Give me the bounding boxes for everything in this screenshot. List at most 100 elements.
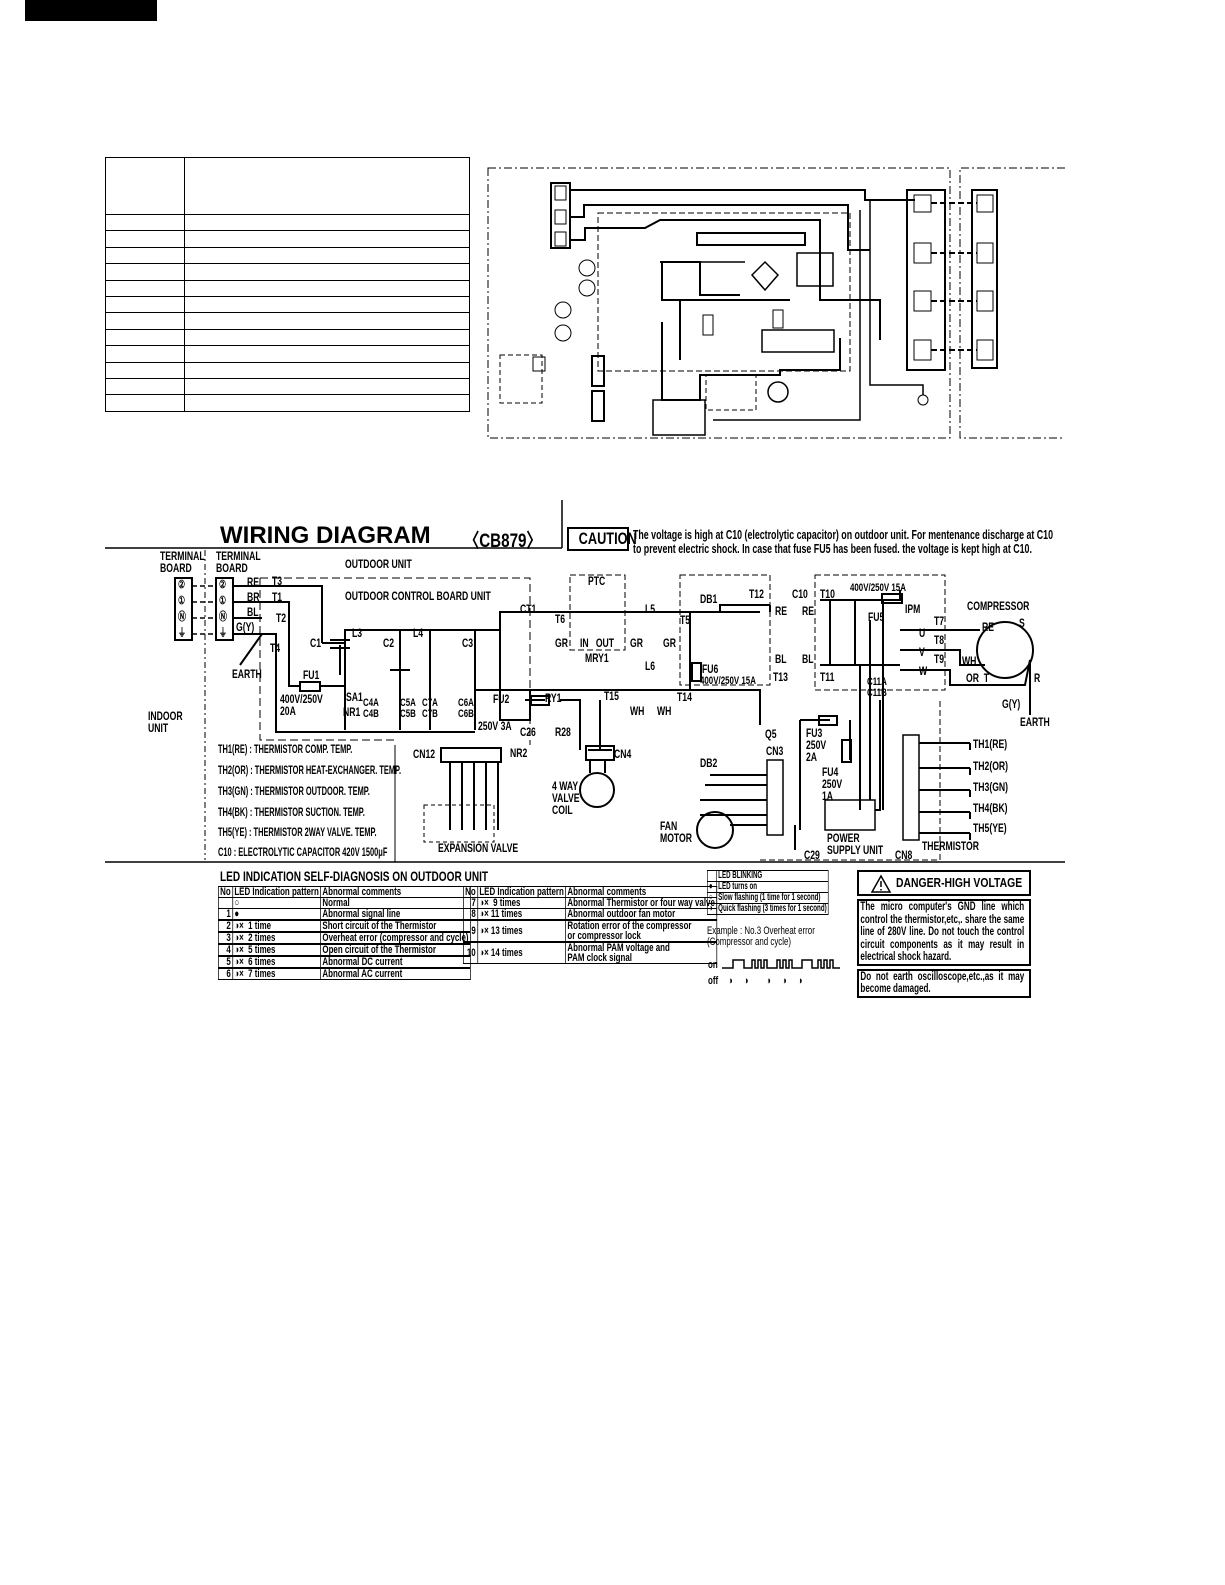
cn8: CN8 (895, 848, 913, 862)
wire-re: RE (247, 575, 260, 589)
danger-panel: DANGER-HIGH VOLTAGE The micro computer's… (857, 870, 1031, 998)
l5: L5 (645, 602, 656, 616)
cell-pattern: ◑× 5 times (234, 944, 276, 956)
t9: T9 (934, 652, 945, 666)
cn12: CN12 (413, 747, 436, 761)
ry1: RY1 (545, 691, 562, 705)
wave-on-label: on (708, 959, 718, 971)
danger-title: DANGER-HIGH VOLTAGE (896, 875, 1023, 890)
c3: C3 (462, 636, 474, 650)
t5: T5 (680, 613, 691, 627)
note: TH5(YE) : THERMISTOR 2WAY VALVE. TEMP. (218, 825, 377, 839)
terminal-2: ② (178, 579, 186, 591)
w: W (919, 664, 928, 678)
cell-pattern: ◑× 7 times (234, 968, 276, 980)
cell-comment: Abnormal PAM voltage and PAM clock signa… (567, 942, 670, 964)
th4-label: TH4(BK) (973, 801, 1008, 815)
cell-comment: Abnormal AC current (322, 968, 403, 980)
fu1-rating: 400V/250V 20A (280, 692, 323, 718)
fu3: FU3 250V 2A (806, 726, 827, 764)
expansion-valve-label: EXPANSION VALVE (438, 841, 519, 855)
ipm: IPM (905, 602, 921, 616)
table-row: 1●Abnormal signal line (218, 908, 471, 921)
l6: L6 (645, 659, 656, 673)
power-supply-label: POWER SUPPLY UNIT (827, 831, 884, 857)
blink-text: Quick flashing (3 times for 1 second) (718, 903, 827, 914)
control-board-label: OUTDOOR CONTROL BOARD UNIT (345, 589, 491, 603)
danger-text: The micro computer's GND line which cont… (860, 901, 1025, 963)
indoor-unit-label: INDOOR UNIT (148, 709, 183, 735)
fu5: FU5 (868, 610, 885, 624)
column-header: LED Indication pattern (479, 886, 564, 898)
t8: T8 (934, 633, 945, 647)
cell-pattern: ◑× 11 times (479, 908, 523, 920)
ct1: CT1 (520, 602, 537, 616)
c4: C4A C4B (363, 697, 379, 720)
t1: T1 (272, 590, 283, 604)
valve-coil-label: 4 WAY VALVE COIL (552, 779, 580, 817)
l4: L4 (413, 626, 424, 640)
r28: R28 (555, 725, 571, 739)
note: C10 : ELECTROLYTIC CAPACITOR 420V 1500μF (218, 845, 388, 859)
note: TH2(OR) : THERMISTOR HEAT-EXCHANGER. TEM… (218, 763, 402, 777)
mry1: MRY1 (585, 651, 609, 665)
earth-label: EARTH (1020, 715, 1050, 729)
cell-comment: Normal (322, 897, 350, 909)
example-text: Example : No.3 Overheat error (Compresso… (707, 925, 815, 948)
th3-label: TH3(GN) (973, 780, 1009, 794)
u: U (919, 626, 926, 640)
gr: GR (555, 636, 568, 650)
cell-pattern: ◑× 9 times (479, 897, 521, 909)
terminal-earth: ⏚ (219, 627, 227, 639)
wh: WH (657, 704, 672, 718)
th2-label: TH2(OR) (973, 759, 1009, 773)
outdoor-unit-label: OUTDOOR UNIT (345, 557, 412, 571)
re: RE (775, 604, 788, 618)
c26: C26 (520, 725, 536, 739)
bl: BL (802, 652, 814, 666)
c5: C5A C5B (400, 697, 416, 720)
c6: C6A C6B (458, 697, 474, 720)
warning-triangle-icon (870, 874, 892, 893)
c29: C29 (804, 848, 820, 862)
l3: L3 (352, 626, 363, 640)
cell-comment: Abnormal outdoor fan motor (567, 908, 676, 920)
column-header: LED Indication pattern (234, 886, 319, 898)
cell-comment: Short circuit of the Thermistor (322, 920, 437, 932)
fu6-rating: 400V/250V 15A (700, 675, 756, 687)
cell-no: 2 (226, 920, 231, 932)
blink-text: LED turns on (718, 881, 758, 892)
wire-gy: G(Y) (236, 620, 255, 634)
cell-comment: Abnormal DC current (322, 956, 403, 968)
in-out: IN OUT (580, 636, 615, 650)
cell-pattern: ◑× 1 time (234, 920, 272, 932)
cell-no: 3 (226, 932, 231, 944)
th5-label: TH5(YE) (973, 821, 1007, 835)
t11: T11 (820, 670, 835, 684)
terminal-n: Ⓝ (219, 611, 227, 623)
gy: G(Y) (1002, 697, 1021, 711)
cell-comment: Abnormal Thermistor or four way valve (567, 897, 715, 909)
t4: T4 (270, 641, 281, 655)
led-section-title: LED INDICATION SELF-DIAGNOSIS ON OUTDOOR… (220, 868, 489, 884)
wave-off-symbols: ◑ ◑ ◑ ◑ ◑ (728, 975, 803, 987)
re: RE (982, 620, 995, 634)
danger-text-box: The micro computer's GND line which cont… (857, 899, 1031, 966)
table-row: 2◑× 1 time Short circuit of the Thermisto… (218, 919, 471, 933)
fu1: FU1 (303, 668, 320, 682)
fu4: FU4 250V 1A (822, 765, 843, 803)
bl: BL (775, 652, 787, 666)
terminal-board-left-label: TERMINAL BOARD (160, 549, 205, 575)
sa1: SA1 (346, 690, 363, 704)
fu5-rating: 400V/250V 15A (850, 582, 906, 594)
